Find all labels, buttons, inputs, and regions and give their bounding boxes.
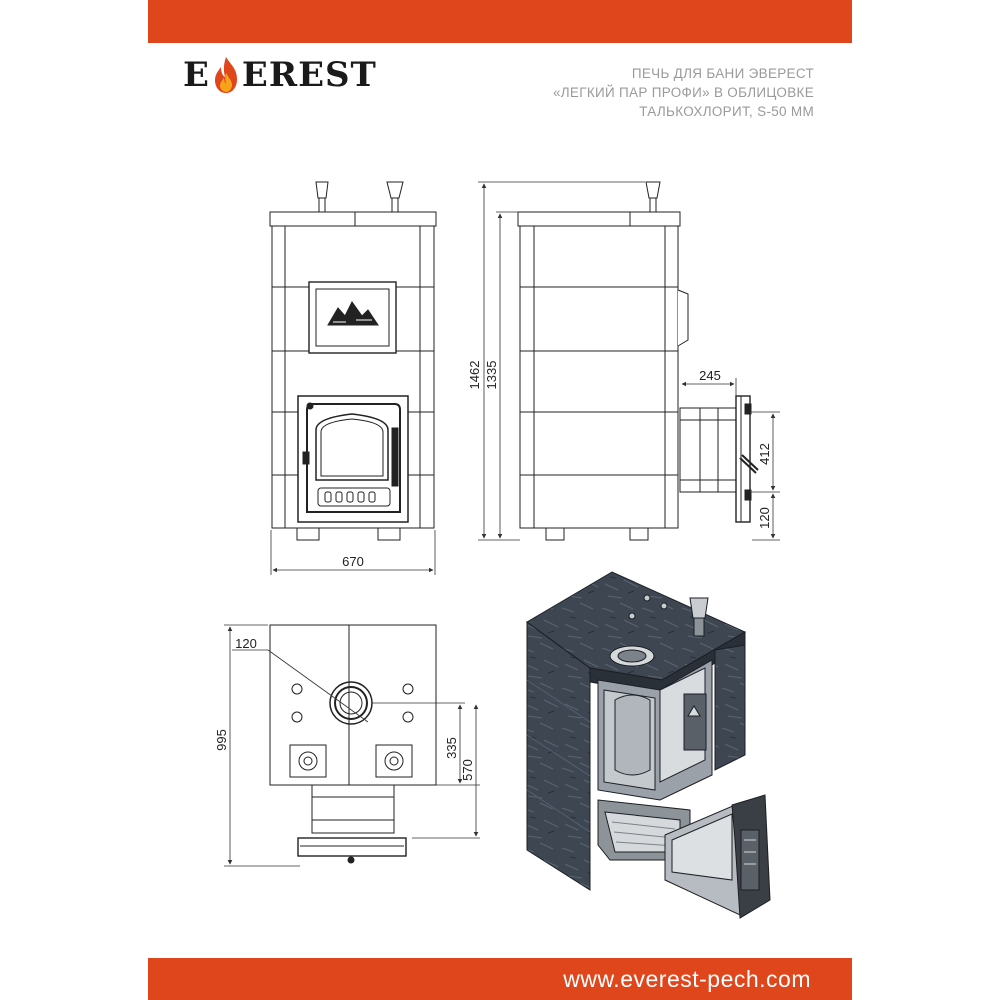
- flame-icon: [214, 57, 237, 93]
- dim-door-bottom: 120: [757, 507, 772, 529]
- dim-total-height: 1462: [467, 361, 482, 390]
- footer-band: [148, 958, 852, 1000]
- front-view: [269, 181, 437, 541]
- side-dimensions: [478, 181, 780, 541]
- title-line-3: ТАЛЬКОХЛОРИТ, S-50 ММ: [639, 104, 814, 119]
- logo-letter-e: E: [183, 55, 210, 95]
- header-band: [148, 0, 852, 43]
- dim-top-depth: 995: [214, 729, 229, 751]
- title-line-1: ПЕЧЬ ДЛЯ БАНИ ЭВЕРЕСТ: [631, 66, 814, 81]
- dim-front-width: 670: [342, 554, 364, 569]
- dim-body-depth: 570: [460, 759, 475, 781]
- dim-flue-diameter: 120: [235, 636, 257, 651]
- top-view: [269, 624, 437, 864]
- dim-tunnel-length: 245: [699, 368, 721, 383]
- dim-body-height: 1335: [484, 361, 499, 390]
- product-title: ПЕЧЬ ДЛЯ БАНИ ЭВЕРЕСТ «ЛЕГКИЙ ПАР ПРОФИ»…: [514, 64, 814, 121]
- website-link[interactable]: www.everest-pech.com: [563, 966, 811, 992]
- dim-door-height: 412: [757, 443, 772, 465]
- title-line-2: «ЛЕГКИЙ ПАР ПРОФИ» В ОБЛИЦОВКЕ: [552, 85, 814, 100]
- top-dimensions: [224, 624, 480, 867]
- dim-flue-offset: 335: [444, 737, 459, 759]
- front-width-dimension: [270, 530, 436, 575]
- side-view: [517, 181, 759, 541]
- everest-logo: E EREST: [183, 50, 377, 100]
- mountain-emblem-icon: [327, 301, 379, 326]
- cutaway-render: [526, 571, 771, 919]
- logo-letters-erest: EREST: [241, 55, 377, 95]
